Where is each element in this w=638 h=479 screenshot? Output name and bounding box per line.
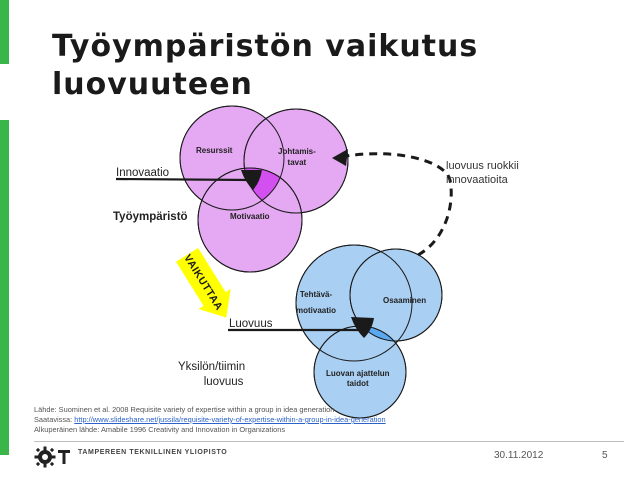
- tyoymparisto-label: Työympäristö: [113, 211, 188, 223]
- slide-date: 30.11.2012: [494, 450, 544, 461]
- johtamistavat-label: Johtamis- tavat: [278, 146, 316, 168]
- accent-stripe-bottom: [0, 120, 9, 455]
- luovan-ajattelun-label-line-1: Luovan ajattelun: [326, 369, 390, 378]
- vaikuttaa-arrow-shape: [176, 247, 231, 318]
- university-name: TAMPEREEN TEKNILLINEN YLIOPISTO: [78, 449, 228, 456]
- johtamistavat-label-line-2: tavat: [287, 158, 307, 167]
- bottom-venn: [228, 244, 443, 419]
- innovaatio-label: Innovaatio: [116, 167, 170, 179]
- feedback-arrowhead-icon: [332, 149, 348, 166]
- tut-gear-logo-icon: [34, 446, 70, 468]
- footer-divider: [34, 441, 624, 442]
- tehtavamotivaatio-label-line-2: motivaatio: [296, 306, 337, 315]
- source-line-1: Lähde: Suominen et al. 2008 Requisite va…: [34, 405, 335, 414]
- top-venn: [115, 105, 349, 273]
- feedback-dashed-arrow: [332, 149, 453, 257]
- side-note-line-2: innovaatioita: [446, 174, 508, 186]
- luovuus-label: Luovuus: [229, 318, 273, 330]
- source-available-prefix: Saatavissa:: [34, 415, 75, 424]
- title-line-2: luovuuteen: [52, 67, 253, 102]
- yksilon-label-line-2: luovuus: [203, 376, 244, 388]
- osaaminen-label: Osaaminen: [383, 296, 427, 305]
- page-number: 5: [602, 450, 608, 461]
- source-line-2: Saatavissa: http://www.slideshare.net/ju…: [34, 415, 386, 424]
- yksilon-label-line-1: Yksilön/tiimin: [178, 361, 246, 373]
- slide-title: Työympäristön vaikutus luovuuteen: [52, 28, 478, 104]
- innovaatio-pointer: [115, 177, 253, 182]
- yksilon-tiimin-luovuus-label: Yksilön/tiimin luovuus: [178, 360, 245, 390]
- accent-stripe-top: [0, 0, 9, 64]
- source-link[interactable]: http://www.slideshare.net/jussila/requis…: [74, 415, 386, 424]
- source-line-3: Alkuperäinen lähde: Amabile 1996 Creativ…: [34, 425, 286, 434]
- tehtavamotivaatio-label: Tehtävä- motivaatio: [296, 287, 336, 319]
- resurssit-label: Resurssit: [196, 146, 233, 155]
- title-line-1: Työympäristön vaikutus: [52, 29, 479, 64]
- tehtavamotivaatio-label-line-1: Tehtävä-: [299, 290, 333, 299]
- side-note: luovuus ruokkii innovaatioita: [446, 159, 519, 187]
- side-note-line-1: luovuus ruokkii: [446, 160, 519, 172]
- luovan-ajattelun-taidot-label: Luovan ajattelun taidot: [326, 369, 390, 389]
- motivaatio-label: Motivaatio: [230, 212, 270, 221]
- bottom-center-marker: [351, 317, 374, 338]
- feedback-dashed-path: [345, 152, 453, 257]
- johtamistavat-label-line-1: Johtamis-: [278, 147, 316, 156]
- luovan-ajattelun-label-line-2: taidot: [346, 379, 369, 388]
